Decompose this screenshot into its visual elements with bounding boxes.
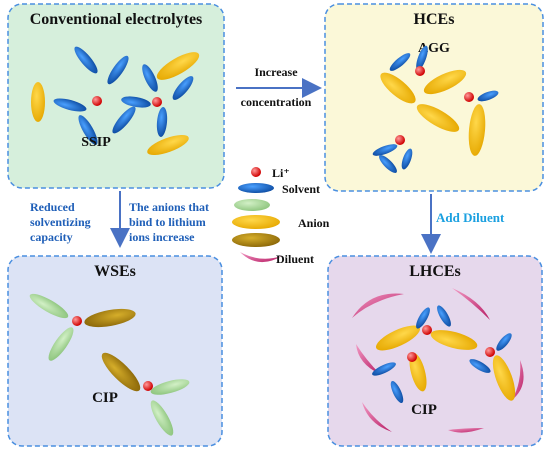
legend-li-icon xyxy=(251,167,261,177)
legend-solvent-label: Solvent xyxy=(282,182,320,196)
panel-hce: HCEs AGG xyxy=(324,3,544,192)
arrow-down-left: Reduced solventizing capacity The anions… xyxy=(30,191,209,248)
panel-title-lhce: LHCEs xyxy=(409,263,461,280)
legend-diluent-label: Diluent xyxy=(276,252,314,266)
agg-cluster xyxy=(372,45,499,173)
legend-anion-label: Anion xyxy=(298,216,330,230)
ssip-label: SSIP xyxy=(81,135,111,150)
ssip-cluster xyxy=(31,46,200,155)
legend-li-label: Li⁺ xyxy=(272,166,290,180)
legend-solvent-icon xyxy=(238,183,274,193)
reduced-label-line1: Reduced xyxy=(30,200,75,214)
arrow-add-diluent: Add Diluent xyxy=(421,194,505,254)
panel-title-hce: HCEs xyxy=(414,11,455,28)
legend: Li⁺ Solvent Anion Diluent xyxy=(232,166,330,266)
anions-label-line3: ions increase xyxy=(129,230,195,244)
panel-conventional: Conventional electrolytes SSIP xyxy=(7,3,225,189)
cip-label-lhce: CIP xyxy=(411,402,437,418)
panel-lhce: LHCEs CIP xyxy=(327,255,543,447)
legend-brown-anion-icon xyxy=(232,233,280,247)
panel-title-conventional: Conventional electrolytes xyxy=(30,11,203,28)
cip-cluster-wse xyxy=(29,293,190,436)
reduced-label-line2: solventizing xyxy=(30,215,91,229)
arrow-increase-concentration: Increase concentration xyxy=(236,65,322,109)
reduced-label-line3: capacity xyxy=(30,230,73,244)
legend-diluent-icon xyxy=(240,252,282,263)
diluent-molecules xyxy=(352,288,524,433)
anions-label-line2: bind to lithium xyxy=(129,215,206,229)
anions-label-line1: The anions that xyxy=(129,200,209,214)
cip-label-wse: CIP xyxy=(92,390,118,406)
cip-cluster-lhce xyxy=(372,305,516,404)
add-diluent-label: Add Diluent xyxy=(436,210,505,225)
increase-label-line2: concentration xyxy=(241,95,312,109)
panel-wse: WSEs CIP xyxy=(7,255,223,447)
panel-title-wse: WSEs xyxy=(94,263,136,280)
legend-green-solvent-icon xyxy=(234,199,270,211)
legend-anion-icon xyxy=(232,215,280,229)
increase-label-line1: Increase xyxy=(254,65,298,79)
